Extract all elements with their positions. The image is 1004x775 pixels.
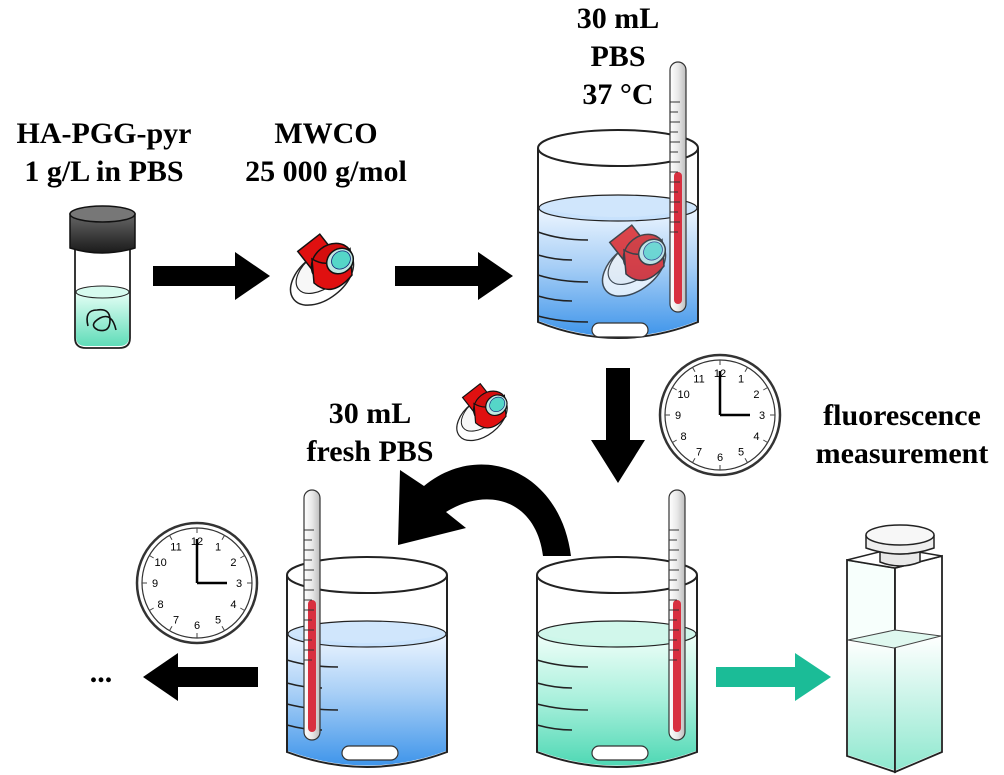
sample-vial xyxy=(69,205,136,349)
stir-bar xyxy=(591,322,649,338)
bath-label-line2: PBS xyxy=(590,40,646,73)
fluorescence-label: fluorescence measurement xyxy=(800,397,1004,473)
clock-numeral: 2 xyxy=(753,389,759,401)
clock-numeral: 12 xyxy=(191,536,203,548)
stir-bar xyxy=(341,745,399,761)
clock-numeral: 5 xyxy=(215,614,221,626)
clock-numeral: 8 xyxy=(681,431,687,443)
bath-label: 30 mL PBS 37 °C xyxy=(560,0,676,114)
clock-numeral: 12 xyxy=(714,368,726,380)
bath-label-line3: 37 °C xyxy=(582,78,654,111)
clock-numeral: 3 xyxy=(236,578,242,590)
clock-numeral: 10 xyxy=(154,557,166,569)
bath-label-line1: 30 mL xyxy=(576,2,660,35)
fluorescence-label-line2: measurement xyxy=(815,437,989,470)
stir-bar xyxy=(591,745,649,761)
dialysis-membrane-device xyxy=(279,233,365,318)
sample-label-line2: 1 g/L in PBS xyxy=(24,155,184,188)
clock-numeral: 7 xyxy=(173,614,179,626)
release-beaker xyxy=(536,489,698,768)
clock-numeral: 4 xyxy=(753,431,759,443)
clock-numeral: 1 xyxy=(215,542,221,554)
ellipsis-continue: ... xyxy=(89,656,113,689)
clock-numeral: 9 xyxy=(152,578,158,590)
transferred-membrane-device xyxy=(447,383,517,451)
clock-numeral: 8 xyxy=(158,599,164,611)
fluorescence-label-line1: fluorescence xyxy=(823,399,981,432)
membrane-label-line1: MWCO xyxy=(274,117,378,150)
curved-transfer-arrow xyxy=(398,464,571,556)
fresh-pbs-beaker xyxy=(286,489,448,768)
thermometer-icon xyxy=(668,489,686,741)
clock-numeral: 3 xyxy=(759,410,765,422)
membrane-label-line2: 25 000 g/mol xyxy=(245,155,407,188)
clock-numeral: 10 xyxy=(677,389,689,401)
clock-numeral: 9 xyxy=(675,410,681,422)
clock-numeral: 1 xyxy=(738,374,744,386)
cuvette xyxy=(846,524,943,774)
fresh-pbs-label-line2: fresh PBS xyxy=(306,435,434,468)
clock-numeral: 2 xyxy=(230,557,236,569)
sample-label: HA-PGG-pyr 1 g/L in PBS xyxy=(0,115,208,191)
polymer-coil-icon xyxy=(86,308,117,332)
arrow-down xyxy=(591,368,645,483)
fresh-pbs-label: 30 mL fresh PBS xyxy=(290,395,450,471)
clock-numeral: 7 xyxy=(696,446,702,458)
dialysis-beaker xyxy=(537,61,699,339)
arrow-right-1 xyxy=(153,252,270,300)
sample-label-line1: HA-PGG-pyr xyxy=(16,117,192,150)
thermometer-icon xyxy=(303,489,321,741)
clock-numeral: 11 xyxy=(693,374,704,386)
fresh-pbs-label-line1: 30 mL xyxy=(328,397,412,430)
arrow-right-teal xyxy=(716,653,831,701)
clock-numeral: 11 xyxy=(170,542,181,554)
clock-numeral: 6 xyxy=(717,452,723,464)
clock-numeral: 6 xyxy=(194,620,200,632)
clock-numeral: 4 xyxy=(230,599,236,611)
arrow-right-2 xyxy=(395,252,513,300)
arrow-left xyxy=(143,653,258,701)
clock-numeral: 5 xyxy=(738,446,744,458)
membrane-label: MWCO 25 000 g/mol xyxy=(226,115,426,191)
